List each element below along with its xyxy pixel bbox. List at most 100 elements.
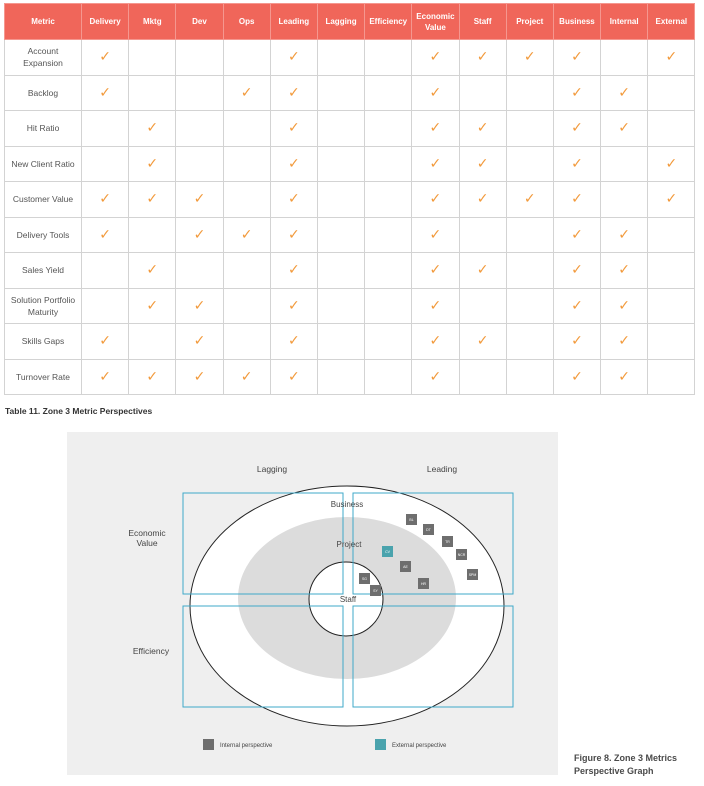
empty-cell xyxy=(505,74,554,111)
check-mark-icon: ✓ xyxy=(411,74,460,111)
empty-cell xyxy=(175,145,224,182)
check-mark-icon: ✓ xyxy=(411,323,460,360)
empty-cell xyxy=(364,252,413,289)
marker-label-bl: BL xyxy=(409,518,413,522)
check-mark-icon: ✓ xyxy=(128,110,177,147)
check-mark-icon: ✓ xyxy=(411,252,460,289)
empty-cell xyxy=(600,39,649,76)
table-row: Turnover Rate✓✓✓✓✓✓✓✓ xyxy=(4,358,696,395)
empty-cell xyxy=(505,252,554,289)
table-caption: Table 11. Zone 3 Metric Perspectives xyxy=(5,406,153,416)
metric-name-cell: Solution Portfolio Maturity xyxy=(4,287,82,324)
empty-cell xyxy=(316,287,366,324)
marker-label-sg: SG xyxy=(362,577,367,581)
check-mark-icon: ✓ xyxy=(552,216,602,253)
empty-cell xyxy=(316,181,366,218)
empty-cell xyxy=(647,358,696,395)
check-mark-icon: ✓ xyxy=(269,39,318,76)
empty-cell xyxy=(505,323,554,360)
check-mark-icon: ✓ xyxy=(411,216,460,253)
figure-caption-line2: Perspective Graph xyxy=(574,766,654,776)
header-metric: Metric xyxy=(4,3,82,40)
empty-cell xyxy=(316,145,366,182)
check-mark-icon: ✓ xyxy=(80,216,130,253)
check-mark-icon: ✓ xyxy=(269,358,318,395)
legend-internal-label: Internal perspective xyxy=(220,743,273,749)
marker-bl xyxy=(406,514,417,525)
check-mark-icon: ✓ xyxy=(600,74,649,111)
marker-sg xyxy=(359,573,370,584)
check-mark-icon: ✓ xyxy=(458,252,507,289)
check-mark-icon: ✓ xyxy=(175,181,224,218)
check-mark-icon: ✓ xyxy=(269,216,318,253)
quadrants xyxy=(182,492,514,708)
empty-cell xyxy=(316,358,366,395)
empty-cell xyxy=(222,252,271,289)
check-mark-icon: ✓ xyxy=(458,323,507,360)
empty-cell xyxy=(458,287,507,324)
check-mark-icon: ✓ xyxy=(600,252,649,289)
figure-caption-line1: Figure 8. Zone 3 Metrics xyxy=(574,753,678,763)
check-mark-icon: ✓ xyxy=(552,323,602,360)
marker-cv xyxy=(382,546,393,557)
marker-label-hr: HR xyxy=(421,582,427,586)
empty-cell xyxy=(128,74,177,111)
check-mark-icon: ✓ xyxy=(80,358,130,395)
metric-name-cell: Turnover Rate xyxy=(4,358,82,395)
check-mark-icon: ✓ xyxy=(411,39,460,76)
empty-cell xyxy=(364,145,413,182)
check-mark-icon: ✓ xyxy=(647,181,696,218)
check-mark-icon: ✓ xyxy=(458,145,507,182)
empty-cell xyxy=(364,287,413,324)
empty-cell xyxy=(222,323,271,360)
col-label-lagging: Lagging xyxy=(257,464,288,474)
empty-cell xyxy=(316,110,366,147)
header-mktg: Mktg xyxy=(128,3,177,40)
check-mark-icon: ✓ xyxy=(269,74,318,111)
quadrant-leading-economic xyxy=(352,492,514,595)
header-internal: Internal xyxy=(600,3,649,40)
check-mark-icon: ✓ xyxy=(552,287,602,324)
empty-cell xyxy=(364,110,413,147)
check-mark-icon: ✓ xyxy=(600,358,649,395)
check-mark-icon: ✓ xyxy=(269,181,318,218)
empty-cell xyxy=(458,216,507,253)
metric-name-cell: Customer Value xyxy=(4,181,82,218)
empty-cell xyxy=(175,74,224,111)
check-mark-icon: ✓ xyxy=(80,74,130,111)
empty-cell xyxy=(128,323,177,360)
figure-caption: Figure 8. Zone 3 Metrics Perspective Gra… xyxy=(574,752,699,778)
empty-cell xyxy=(222,287,271,324)
check-mark-icon: ✓ xyxy=(269,145,318,182)
table-row: Backlog✓✓✓✓✓✓ xyxy=(4,74,696,111)
check-mark-icon: ✓ xyxy=(175,287,224,324)
empty-cell xyxy=(222,181,271,218)
check-mark-icon: ✓ xyxy=(222,74,271,111)
check-mark-icon: ✓ xyxy=(411,110,460,147)
check-mark-icon: ✓ xyxy=(128,181,177,218)
empty-cell xyxy=(647,252,696,289)
empty-cell xyxy=(128,216,177,253)
check-mark-icon: ✓ xyxy=(505,181,554,218)
header-staff: Staff xyxy=(458,3,507,40)
check-mark-icon: ✓ xyxy=(552,74,602,111)
check-mark-icon: ✓ xyxy=(458,181,507,218)
metric-name-cell: New Client Ratio xyxy=(4,145,82,182)
empty-cell xyxy=(80,110,130,147)
check-mark-icon: ✓ xyxy=(222,358,271,395)
header-efficiency: Efficiency xyxy=(364,3,413,40)
metric-name-cell: Backlog xyxy=(4,74,82,111)
empty-cell xyxy=(175,252,224,289)
empty-cell xyxy=(505,145,554,182)
empty-cell xyxy=(80,287,130,324)
check-mark-icon: ✓ xyxy=(552,110,602,147)
table-row: Delivery Tools✓✓✓✓✓✓✓ xyxy=(4,216,696,253)
empty-cell xyxy=(458,358,507,395)
check-mark-icon: ✓ xyxy=(552,39,602,76)
legend-external-swatch xyxy=(375,739,386,750)
empty-cell xyxy=(316,74,366,111)
empty-cell xyxy=(222,145,271,182)
